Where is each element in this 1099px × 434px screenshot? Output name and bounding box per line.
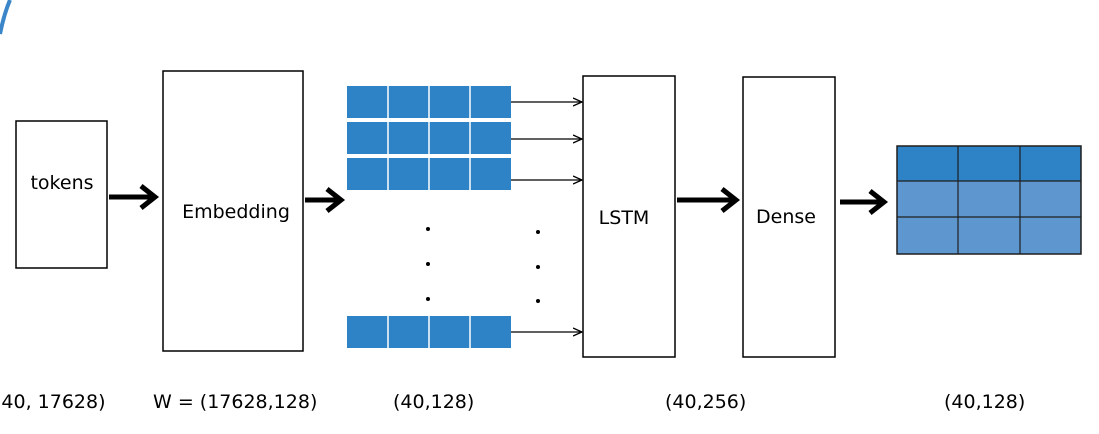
arrow-embedding-to-vectors	[305, 187, 346, 213]
dense-box	[742, 76, 836, 358]
lstm-label: LSTM	[599, 207, 650, 229]
output-matrix	[896, 145, 1082, 255]
embedding-label: Embedding	[182, 201, 290, 223]
tokens-label: tokens	[30, 172, 93, 194]
arrow-lstm-to-dense	[677, 187, 741, 213]
embedding-vector-row	[347, 316, 511, 348]
embedding-vector-row	[347, 86, 511, 118]
dim-lstm-label: (40,256)	[665, 391, 746, 413]
arrow-tokens-to-embedding	[109, 184, 160, 210]
lstm-box	[582, 75, 676, 358]
embedding-vector-row	[347, 122, 511, 154]
embedding-vector-row	[347, 158, 511, 190]
dim-embedded-label: (40,128)	[393, 391, 474, 413]
tokens-box	[15, 120, 108, 269]
dim-output-label: (40,128)	[944, 391, 1025, 413]
ellipsis-dots	[426, 227, 540, 303]
thin-arrows-to-lstm	[511, 102, 582, 332]
dense-label: Dense	[756, 206, 816, 228]
dim-weights-label: W = (17628,128)	[153, 391, 317, 413]
corner-decoration	[0, 0, 12, 35]
embedding-box	[162, 70, 304, 352]
arrow-dense-to-output	[840, 189, 889, 215]
dim-input-label: (40, 17628)	[0, 391, 106, 413]
